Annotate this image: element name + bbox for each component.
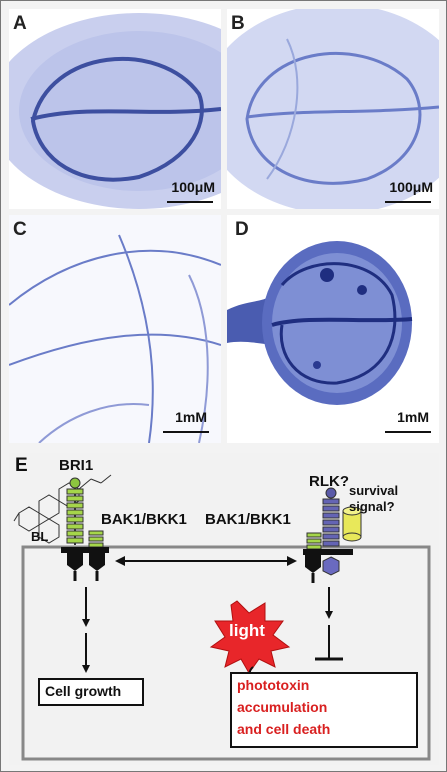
leaf-image-d (227, 215, 439, 443)
cell-growth-box (38, 678, 144, 706)
panel-b-micrograph: B 100μM (227, 9, 439, 209)
panel-a-micrograph: A 100μM (9, 9, 221, 209)
leaf-image-c (9, 215, 221, 443)
panel-c-scale-text: 1mM (175, 409, 207, 425)
panel-d-scale-text: 1mM (397, 409, 429, 425)
panel-d-micrograph: D 1mM (227, 215, 439, 443)
brassinolide-molecule (13, 474, 112, 544)
panel-a-scale-bar (167, 201, 213, 203)
signaling-schematic (13, 474, 431, 761)
bak1-right-label: BAK1/BKK1 (205, 511, 291, 528)
outcome-line-3: and cell death (237, 721, 331, 737)
outcome-line-2: accumulation (237, 699, 328, 715)
panel-c-micrograph: C 1mM (9, 215, 221, 443)
bak1-left-receptor (88, 530, 104, 548)
rlk-receptor (322, 487, 340, 547)
bak1-left-label: BAK1/BKK1 (101, 511, 187, 528)
light-label: light (229, 621, 265, 640)
bak1-right-receptor (306, 532, 322, 550)
panel-c-scale-bar (163, 431, 209, 433)
panel-e-label: E (15, 455, 28, 476)
bl-label: BL (31, 529, 49, 544)
panel-b-scale-bar (385, 201, 431, 203)
panel-a-label: A (13, 13, 27, 34)
panel-e-diagram: E BRI1 BL BAK1/BKK1 BAK1/BKK1 RLK? survi… (9, 453, 439, 765)
panel-d-label: D (235, 219, 249, 240)
bri1-receptor (66, 477, 84, 545)
panel-b-label: B (231, 13, 245, 34)
leaf-image-a (9, 9, 221, 209)
panel-c-label: C (13, 219, 27, 240)
panel-d-scale-bar (385, 431, 431, 433)
outcome-line-1: phototoxin (237, 677, 310, 693)
outcome-box (230, 672, 418, 748)
survival-label-1: survival (349, 483, 399, 498)
leaf-image-b (227, 9, 439, 209)
panel-a-scale-text: 100μM (171, 179, 215, 195)
panel-b-scale-text: 100μM (389, 179, 433, 195)
cell-growth-label: Cell growth (45, 683, 122, 699)
rlk-label: RLK? (309, 473, 349, 490)
light-burst (209, 600, 291, 674)
bri1-label: BRI1 (59, 457, 94, 474)
survival-label-2: signal? (349, 499, 395, 514)
survival-signal-cylinder (342, 506, 362, 542)
cell-membrane-box (21, 545, 431, 761)
